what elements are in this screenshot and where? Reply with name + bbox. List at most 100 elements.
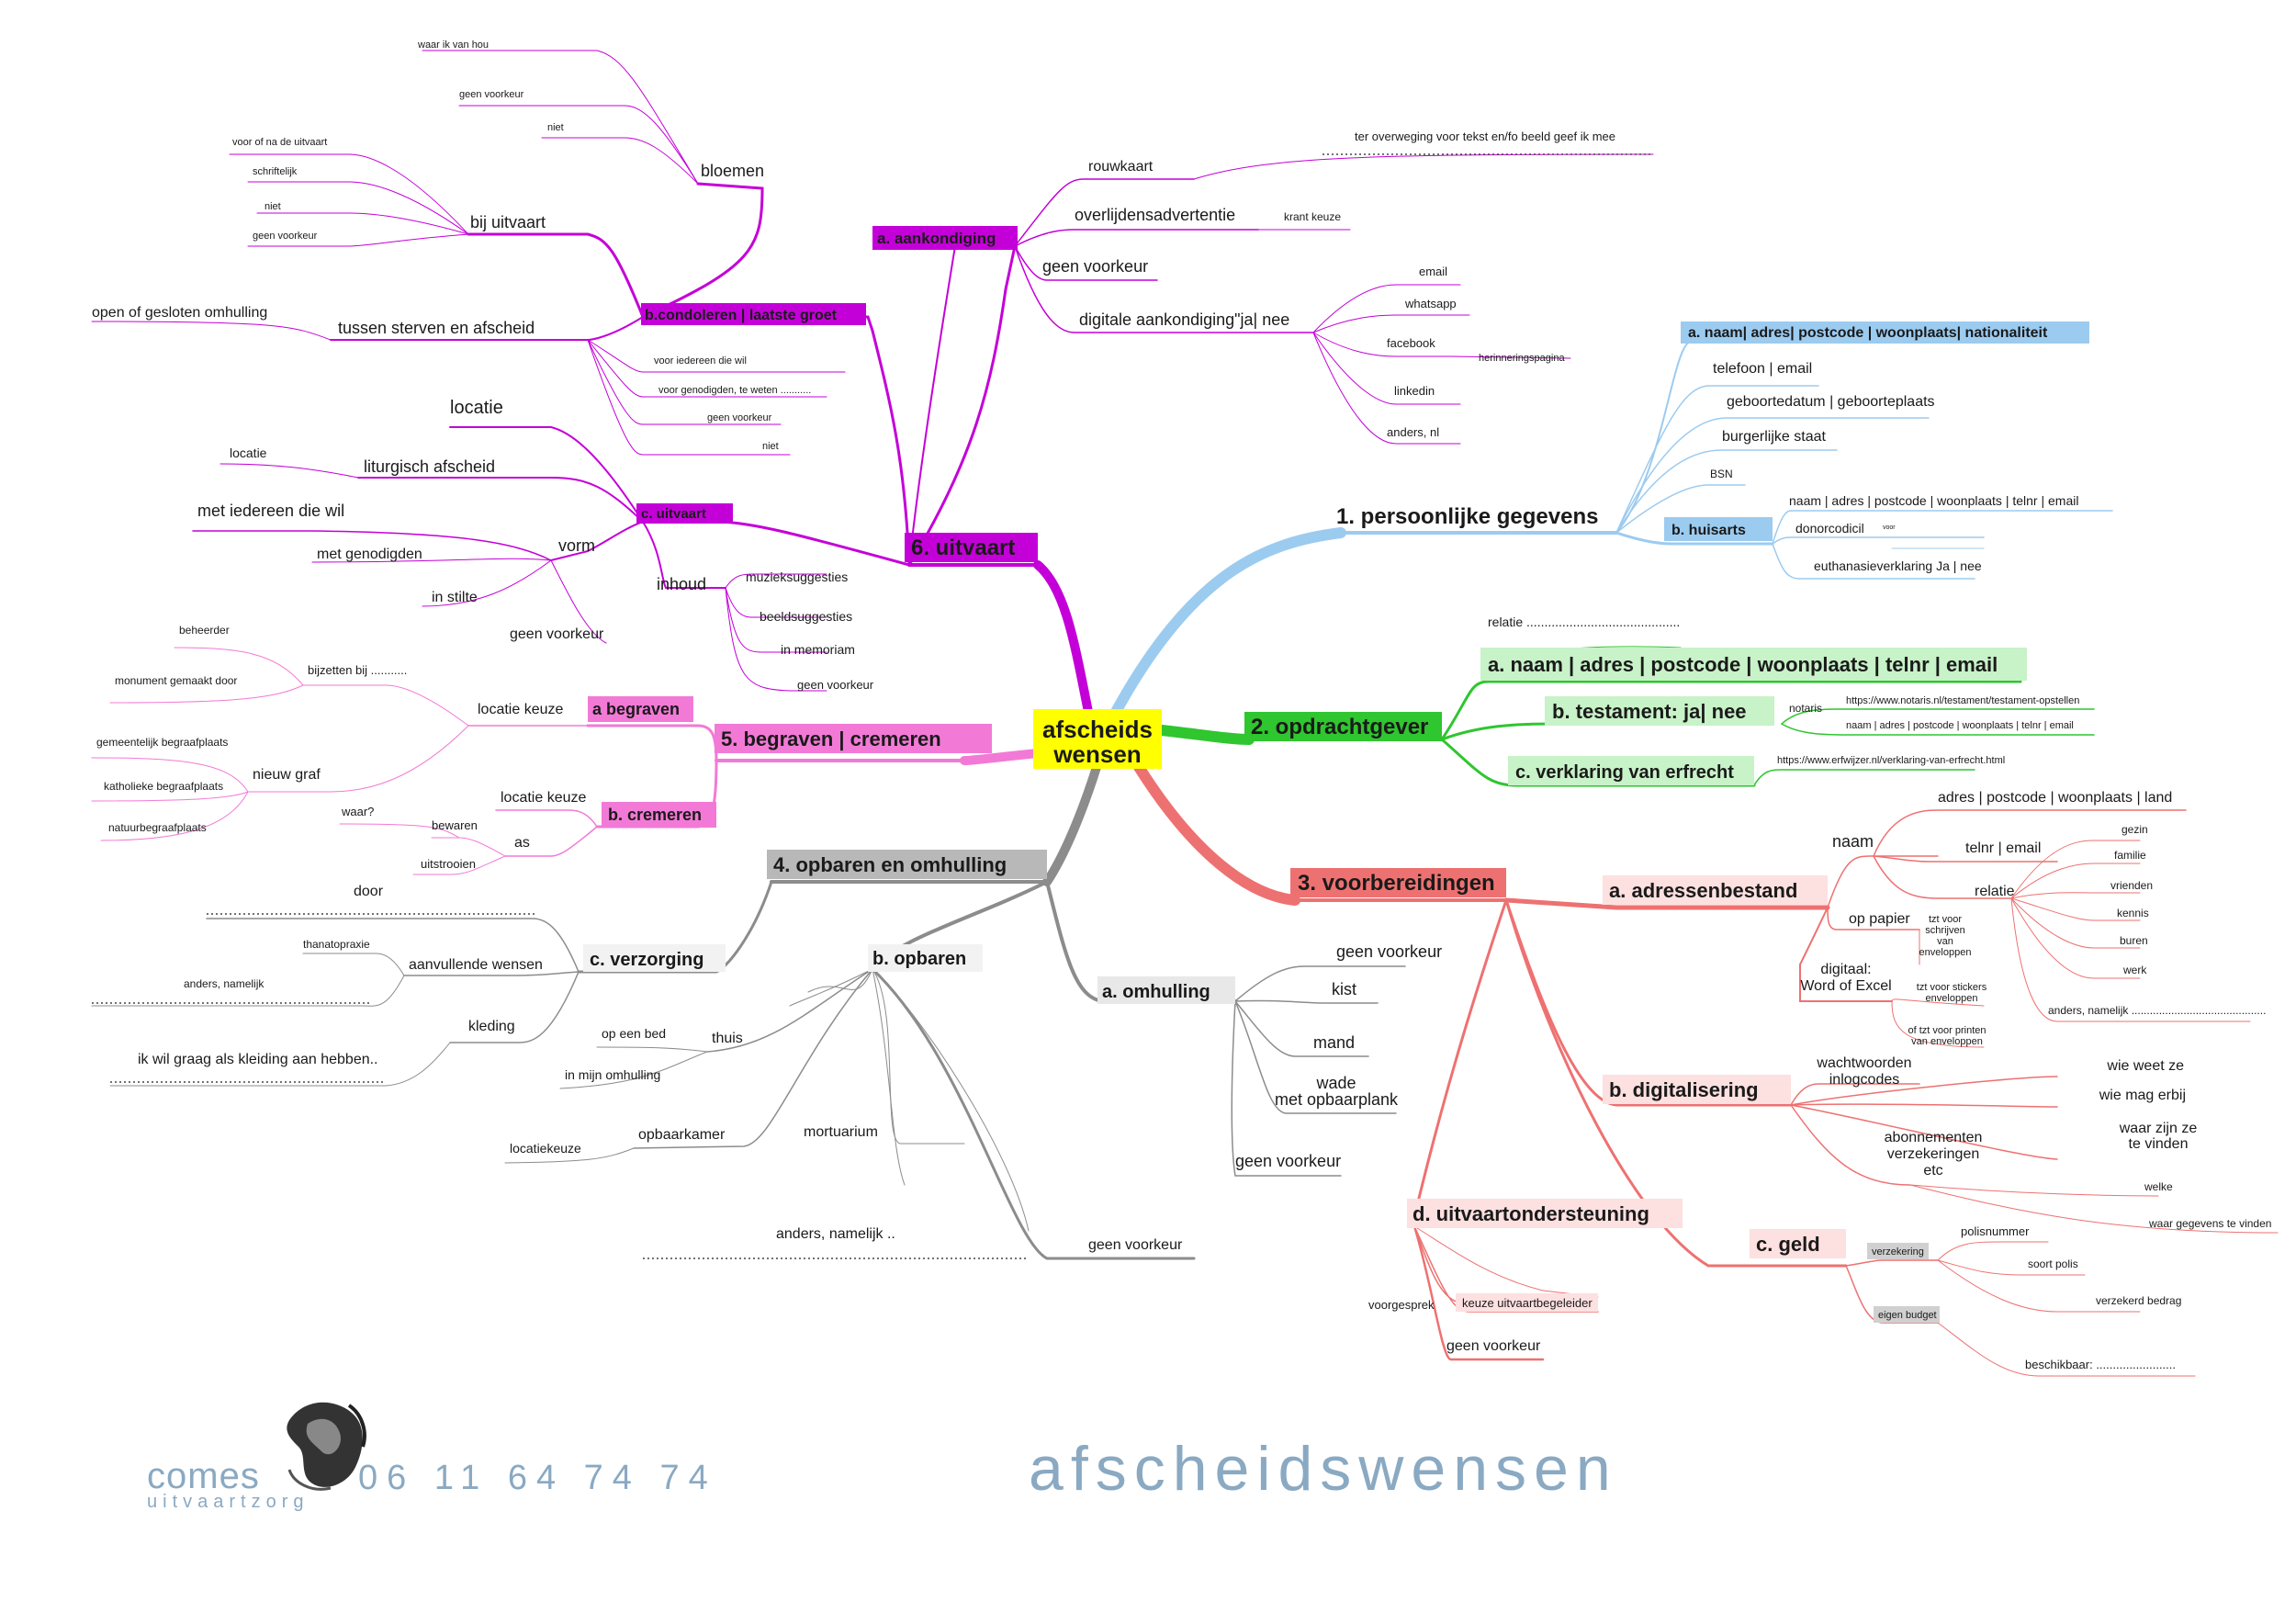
item-euthanasie: euthanasieverklaring Ja | nee	[1814, 558, 1982, 573]
item-relatie-red: relatie	[1975, 884, 2015, 899]
item-kennis: kennis	[2117, 907, 2149, 919]
item-soort-polis: soort polis	[2028, 1257, 2078, 1270]
item-vrienden: vrienden	[2110, 879, 2153, 892]
item-locatie-keuze-a: locatie keuze	[478, 702, 563, 717]
item-naam: naam	[1832, 832, 1874, 851]
item-locatiekeuze: locatiekeuze	[510, 1141, 581, 1156]
item-vorm: vorm	[558, 536, 595, 555]
item-beheerder: beheerder	[179, 624, 230, 637]
item-door: door	[354, 884, 384, 899]
item-aankondiging-geen-voorkeur: geen voorkeur	[1042, 257, 1148, 276]
item-nieuw-graf: nieuw graf	[253, 767, 321, 783]
subtopic-digitalisering: b. digitalisering	[1609, 1078, 1759, 1101]
item-voor: voor	[1883, 524, 1896, 531]
link-erfrecht-url[interactable]: https://www.erfwijzer.nl/verklaring-van-…	[1777, 755, 2005, 766]
item-waar: waar?	[341, 805, 374, 818]
item-voor-of-na: voor of na de uitvaart	[232, 137, 327, 148]
item-printen-1: of tzt voor printen	[1908, 1025, 1986, 1036]
item-anders-verzorging: anders, namelijk	[184, 977, 264, 990]
item-tzt-3: van	[1937, 936, 1953, 947]
subtopic-begraven: a begraven	[592, 700, 680, 718]
item-omhulling-geen-voorkeur: geen voorkeur	[1336, 942, 1442, 961]
item-in-mijn-omhulling: in mijn omhulling	[565, 1067, 660, 1082]
item-abonnementen-2: verzekeringen	[1887, 1146, 1980, 1162]
item-bij-uitvaart: bij uitvaart	[470, 213, 546, 231]
item-digitaal-1: digitaal:	[1820, 962, 1871, 977]
item-wie-weet: wie weet ze	[2106, 1058, 2184, 1074]
item-digitale-aankondiging: digitale aankondiging"ja| nee	[1079, 310, 1289, 329]
item-bloemen: bloemen	[701, 162, 764, 180]
item-tussen-niet: niet	[762, 441, 779, 452]
subtopic-uitvaartondersteuning: d. uitvaartondersteuning	[1412, 1202, 1649, 1225]
subtopic-cremeren: b. cremeren	[608, 806, 702, 824]
item-email: email	[1419, 265, 1447, 278]
item-tussen-geen-voorkeur: geen voorkeur	[707, 412, 772, 423]
item-whatsapp: whatsapp	[1404, 297, 1457, 310]
topic-voorbereidingen: 3. voorbereidingen	[1298, 871, 1495, 896]
item-stickers-2: enveloppen	[1926, 993, 1978, 1004]
brand-name: comes	[147, 1456, 260, 1496]
item-printen-2: van enveloppen	[1911, 1036, 1983, 1047]
item-bewaren: bewaren	[432, 818, 478, 832]
item-monument: monument gemaakt door	[115, 674, 237, 687]
dotted-leaders	[92, 153, 1653, 1259]
branch-voorbereidingen-lines	[1133, 761, 2279, 1377]
item-kleding: kleding	[468, 1019, 515, 1034]
item-gemeentelijk: gemeentelijk begraafplaats	[96, 736, 228, 749]
brand-sub: uitvaartzorg	[147, 1492, 310, 1512]
item-vorm-geen-voorkeur: geen voorkeur	[510, 626, 604, 642]
subtopic-opdrachtgever-naam: a. naam | adres | postcode | woonplaats …	[1488, 653, 1998, 676]
item-muzieksuggesties: muzieksuggesties	[746, 570, 848, 584]
item-wie-mag: wie mag erbij	[2099, 1088, 2186, 1103]
subtopic-geld: c. geld	[1756, 1233, 1820, 1256]
item-waar-gegevens: waar gegevens te vinden	[2148, 1217, 2271, 1230]
item-facebook: facebook	[1387, 336, 1435, 350]
item-locatie: locatie	[450, 398, 503, 418]
item-overlijdensadvertentie: overlijdensadvertentie	[1075, 206, 1235, 224]
footer-title: afscheidswensen	[1029, 1434, 1618, 1504]
branch-opbaren-lines	[91, 760, 1406, 1260]
item-beeldsuggesties: beeldsuggesties	[760, 609, 852, 624]
item-omhulling-geen-voorkeur-2: geen voorkeur	[1235, 1152, 1341, 1170]
item-notaris: notaris	[1789, 702, 1822, 715]
item-thanatopraxie: thanatopraxie	[303, 938, 370, 951]
item-op-een-bed: op een bed	[602, 1026, 666, 1041]
item-keuze-uitvaartbegeleider: keuze uitvaartbegeleider	[1462, 1296, 1593, 1310]
item-digitaal-2: Word of Excel	[1800, 978, 1891, 994]
item-verzekering: verzekering	[1872, 1246, 1924, 1257]
item-locatie-2: locatie	[230, 445, 267, 460]
subtopic-naam-adres: a. naam| adres| postcode | woonplaats| n…	[1688, 325, 2048, 341]
item-met-iedereen: met iedereen die wil	[197, 502, 344, 520]
subtopic-condoleren: b.condoleren | laatste groet	[645, 308, 838, 323]
item-adres: adres | postcode | woonplaats | land	[1938, 790, 2172, 806]
item-wachtwoorden-1: wachtwoorden	[1816, 1055, 1911, 1071]
item-rouwkaart: rouwkaart	[1088, 159, 1154, 175]
item-tzt-1: tzt voor	[1929, 914, 1962, 925]
subtopic-adressenbestand: a. adressenbestand	[1609, 879, 1797, 902]
item-gezin: gezin	[2122, 823, 2148, 836]
item-anders-opbaren: anders, namelijk ..	[776, 1226, 895, 1242]
subtopic-opbaren: b. opbaren	[872, 949, 966, 969]
branch-uitvaart-lines	[91, 50, 1654, 716]
item-polisnummer: polisnummer	[1961, 1224, 2030, 1238]
item-voor-iedereen: voor iedereen die wil	[654, 355, 747, 367]
item-inhoud: inhoud	[657, 575, 706, 593]
phone-number[interactable]: 06 11 64 74 74	[358, 1459, 717, 1497]
item-met-genodigden: met genodigden	[317, 547, 422, 562]
topic-opbaren-omhulling: 4. opbaren en omhulling	[773, 853, 1007, 876]
item-bij-niet: niet	[264, 201, 281, 212]
item-wade-1: wade	[1315, 1074, 1356, 1092]
item-huisarts-info: naam | adres | postcode | woonplaats | t…	[1789, 493, 2078, 508]
item-relatie: relatie ................................…	[1488, 615, 1680, 629]
topic-uitvaart: 6. uitvaart	[911, 536, 1015, 560]
item-burgerlijke-staat: burgerlijke staat	[1722, 429, 1827, 445]
item-krant: krant keuze	[1284, 210, 1341, 223]
item-telefoon: telefoon | email	[1713, 361, 1812, 377]
subtopic-omhulling: a. omhulling	[1102, 982, 1210, 1002]
item-stickers-1: tzt voor stickers	[1917, 982, 1987, 993]
item-mortuarium: mortuarium	[804, 1124, 878, 1140]
link-notaris-url[interactable]: https://www.notaris.nl/testament/testame…	[1846, 695, 2079, 706]
item-familie: familie	[2114, 849, 2146, 862]
item-welke: welke	[2144, 1180, 2173, 1193]
